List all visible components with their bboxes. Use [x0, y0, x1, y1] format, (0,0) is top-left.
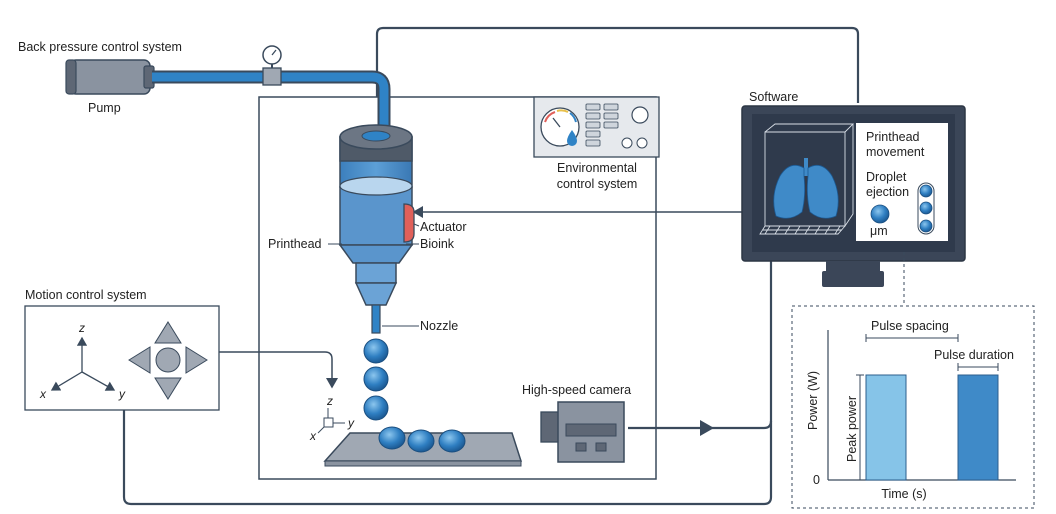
- pressure-tube-outline: [152, 70, 391, 136]
- droplet: [363, 395, 389, 421]
- motion-feedback-line: [122, 261, 773, 506]
- printhead: [338, 124, 414, 334]
- arrow-up-icon: [154, 321, 182, 344]
- pulse-chart: [827, 330, 1016, 481]
- bioink-label: Bioink: [420, 237, 455, 251]
- screen-ejection-line2: ejection: [866, 185, 909, 199]
- software-monitor: [741, 105, 966, 287]
- pulse-spacing-label: Pulse spacing: [871, 319, 949, 333]
- stage-axes-icon: [317, 408, 345, 434]
- motion-z-label: z: [78, 321, 85, 335]
- arrow-left-icon: [128, 346, 151, 374]
- pulse-bar-2: [957, 374, 999, 481]
- zero-tick-label: 0: [813, 473, 820, 487]
- screen-unit-label: μm: [870, 224, 888, 238]
- x-axis-label: Time (s): [881, 487, 926, 501]
- stage-x-label: x: [309, 429, 317, 443]
- actuator-label: Actuator: [420, 220, 467, 234]
- screen-ejection-line1: Droplet: [866, 170, 907, 184]
- software-to-pressure-line: [375, 26, 860, 103]
- actuator: [403, 203, 415, 243]
- pump: [65, 59, 155, 95]
- direction-pad-icon: [128, 321, 208, 400]
- software-label: Software: [749, 90, 798, 104]
- camera-label: High-speed camera: [522, 383, 631, 397]
- droplet: [363, 338, 389, 364]
- motion-control-label: Motion control system: [25, 288, 147, 302]
- arrow-right-icon: [185, 346, 208, 374]
- arrow-down-icon: [154, 377, 182, 400]
- motion-to-stage-arrow: [219, 351, 338, 389]
- droplets: [363, 338, 389, 421]
- motion-x-label: x: [39, 387, 47, 401]
- screen-movement-line2: movement: [866, 145, 925, 159]
- environmental-label-line1: Environmental: [557, 161, 637, 175]
- xyz-axes-icon: [50, 336, 116, 391]
- back-pressure-label: Back pressure control system: [18, 40, 182, 54]
- nozzle-label: Nozzle: [420, 319, 458, 333]
- pulse-bar-1: [865, 374, 907, 481]
- pressure-gauge-icon: [262, 45, 282, 86]
- motion-y-label: y: [118, 387, 126, 401]
- pulse-duration-label: Pulse duration: [934, 348, 1014, 362]
- pump-label: Pump: [88, 101, 121, 115]
- lungs-icon: [773, 158, 839, 219]
- pressure-tube: [152, 72, 389, 136]
- droplet: [363, 366, 389, 392]
- printhead-label: Printhead: [268, 237, 322, 251]
- camera-to-software-line: [628, 420, 773, 430]
- stage-z-label: z: [326, 394, 333, 408]
- screen-movement-line1: Printhead: [866, 130, 920, 144]
- peak-power-label: Peak power: [845, 396, 859, 462]
- y-axis-label: Power (W): [806, 371, 820, 430]
- printer-enclosure: [258, 96, 657, 480]
- high-speed-camera: [540, 401, 625, 463]
- environmental-label-line2: control system: [557, 177, 638, 191]
- stage-y-label: y: [347, 416, 355, 430]
- environmental-control-device: [533, 96, 660, 158]
- deposited-droplets: [378, 426, 466, 453]
